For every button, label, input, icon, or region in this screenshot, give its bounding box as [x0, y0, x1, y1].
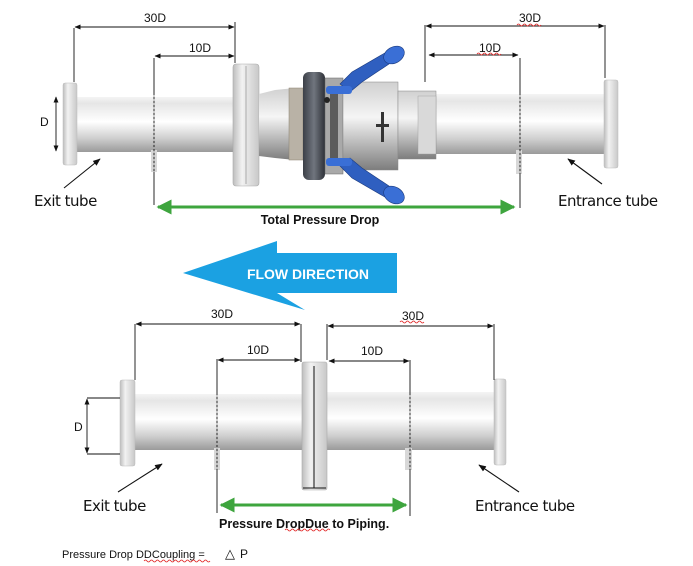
top-dim-right-outer-label: 30D	[519, 11, 541, 25]
bottom-dim-right-outer-label: 30D	[402, 309, 424, 323]
top-entrance-pointer	[567, 158, 603, 185]
bottom-entrance-end-flange	[493, 378, 507, 466]
coupling-dark-ring	[303, 72, 325, 180]
top-exit-pipe	[75, 97, 237, 152]
top-dim-right-inner-label: 10D	[479, 41, 501, 55]
bottom-dim-right-inner-label: 10D	[361, 344, 383, 358]
top-entrance-end-flange	[603, 79, 619, 169]
spellcheck-underline	[284, 528, 331, 532]
top-dim-left-inner-label: 10D	[189, 41, 211, 55]
top-exit-label: Exit tube	[34, 192, 97, 210]
flow-direction-label: FLOW DIRECTION	[247, 266, 369, 282]
delta-icon: △	[225, 546, 235, 561]
bottom-exit-pipe	[134, 394, 306, 450]
spellcheck-underline	[399, 320, 425, 324]
bottom-entrance-label: Entrance tube	[475, 497, 575, 515]
top-diameter-label: D	[40, 115, 49, 129]
top-entrance-label: Entrance tube	[558, 192, 658, 210]
spellcheck-underline	[516, 23, 542, 27]
top-entrance-tap	[516, 150, 522, 174]
coupling-body	[342, 81, 399, 171]
formula-text: Pressure Drop DDCoupling =	[62, 549, 205, 561]
bottom-dim-left-inner-label: 10D	[247, 343, 269, 357]
bottom-measure-label: Pressure DropDue to Piping.	[219, 517, 389, 531]
spellcheck-underline	[143, 559, 211, 563]
bottom-entrance-pipe	[326, 392, 496, 450]
flow-direction-arrow: FLOW DIRECTION	[183, 241, 397, 310]
formula-prefix: Pressure Drop	[62, 549, 136, 561]
spellcheck-underline	[476, 52, 502, 56]
bottom-entrance-pointer	[478, 464, 520, 493]
bottom-exit-pointer	[117, 463, 163, 493]
bottom-exit-end-flange	[119, 379, 136, 467]
top-measure-label: Total Pressure Drop	[261, 213, 380, 227]
formula-subscript: DDCoupling	[136, 549, 195, 561]
formula-equals: =	[195, 549, 204, 561]
top-entrance-pipe	[435, 94, 610, 154]
footer-formula: Pressure Drop DDCoupling = △ P	[62, 546, 248, 563]
flow-arrow-shape	[183, 241, 397, 310]
bottom-entrance-tap	[405, 448, 412, 470]
formula-variable: P	[240, 547, 248, 561]
bottom-exit-label: Exit tube	[83, 497, 146, 515]
bottom-diagram: 30D 10D 30D 10D D Exit tube Entrance tub…	[74, 307, 575, 532]
coupling-neck	[259, 88, 295, 160]
top-exit-pointer	[63, 158, 101, 189]
top-exit-end-flange	[62, 82, 78, 166]
coupling-assembly	[232, 45, 437, 205]
coupling-collar	[288, 87, 304, 161]
bottom-diameter-label: D	[74, 420, 83, 434]
bottom-dim-left-outer-label: 30D	[211, 307, 233, 321]
top-dim-left-outer-label: 30D	[144, 11, 166, 25]
top-diagram: 30D 10D 30D 10D D Exit tube Entrance tub…	[34, 11, 658, 227]
